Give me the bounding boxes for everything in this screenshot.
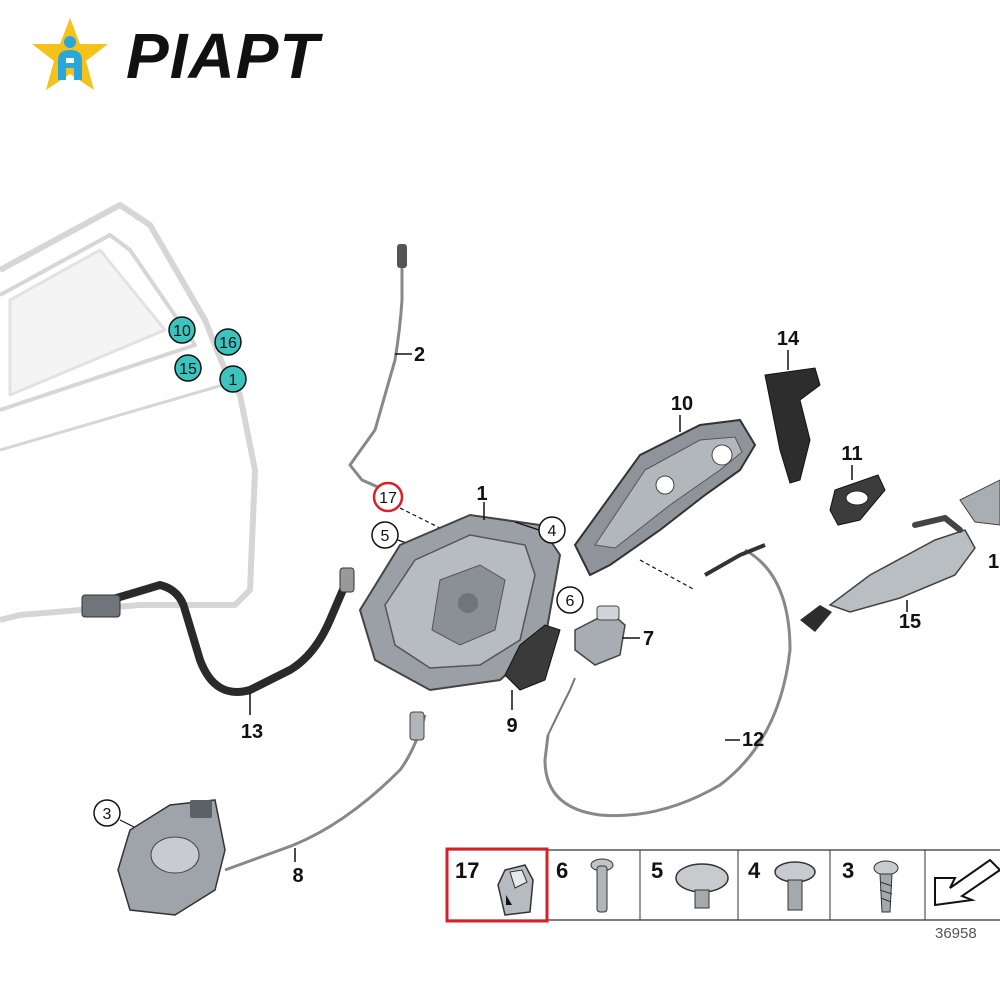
part-14-gasket: 14 (764, 328, 821, 484)
tray-cell-17-highlight: 17 (445, 847, 549, 923)
label-2: 2 (414, 344, 425, 366)
tray-cell-6: 6 (556, 858, 614, 913)
part-13-wiring-harness: 13 (81, 567, 355, 743)
label-5: 5 (381, 528, 390, 545)
label-15: 15 (899, 611, 921, 633)
tray-label-3: 3 (842, 858, 854, 883)
rear-door-outline (0, 202, 258, 623)
label-14: 14 (777, 328, 800, 350)
star-a-logo-icon (32, 18, 108, 90)
label-8: 8 (292, 865, 303, 887)
door-callout-1: 1 (229, 372, 238, 389)
label-edge-1: 1 (988, 551, 999, 573)
label-1: 1 (476, 483, 487, 505)
callout-17: 17 (372, 481, 441, 529)
tray-cell-4: 4 (748, 858, 816, 911)
door-callouts: 10 16 15 1 (168, 316, 247, 393)
tray-cell-3: 3 (842, 858, 899, 913)
callout-4: 4 (514, 516, 566, 544)
part-10-handle-carrier: 10 (573, 393, 757, 591)
tray-cell-5: 5 (651, 858, 729, 909)
part-12-bowden-cable: 12 (543, 543, 792, 818)
tray-label-4: 4 (748, 858, 761, 883)
label-12: 12 (742, 729, 764, 751)
part-11-seal: 11 (829, 443, 886, 526)
diagram-id: 36958 (935, 925, 977, 942)
part-1-door-lock: 1 (358, 483, 562, 692)
tray-cell-arrow (934, 858, 1000, 907)
tray-label-5: 5 (651, 858, 663, 883)
part-2-rod: 2 (348, 244, 425, 490)
door-callout-15: 15 (179, 361, 197, 378)
door-callout-10: 10 (173, 323, 191, 340)
tray-label-6: 6 (556, 858, 568, 883)
callout-5: 5 (371, 521, 421, 549)
door-callout-16: 16 (219, 335, 237, 352)
part-7-striker: 6 7 (556, 586, 654, 666)
label-6: 6 (566, 593, 575, 610)
brand-header: PIAPT (28, 14, 319, 98)
part-9-bracket: 9 (504, 624, 561, 737)
brand-name: PIAPT (126, 20, 320, 92)
label-13: 13 (241, 721, 263, 743)
tray-label-17: 17 (455, 858, 479, 883)
label-11: 11 (841, 443, 862, 465)
label-3: 3 (103, 806, 112, 823)
fastener-tray: 17 6 5 4 3 (445, 847, 1000, 942)
label-4: 4 (548, 523, 557, 540)
part-1-edge-cover: 1 (959, 479, 1000, 573)
part-15-outer-handle: 15 (800, 514, 976, 633)
label-10: 10 (671, 393, 693, 415)
label-7: 7 (643, 628, 654, 650)
part-8-cable: 8 (224, 711, 427, 887)
part-3-actuator: 3 (93, 799, 226, 916)
label-9: 9 (506, 715, 517, 737)
label-17: 17 (379, 490, 397, 507)
